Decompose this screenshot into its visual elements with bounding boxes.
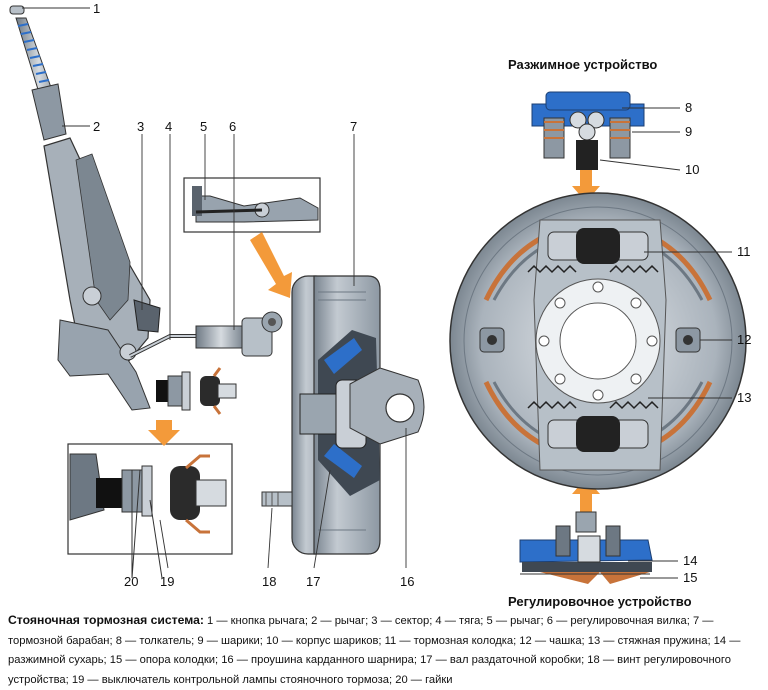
callout-2: 2 <box>93 119 101 134</box>
adjuster-device <box>519 511 653 584</box>
warning-lamp-switch <box>156 367 237 415</box>
callout-3: 3 <box>137 119 145 134</box>
callout-12: 12 <box>737 332 752 347</box>
callout-14: 14 <box>683 553 698 568</box>
callout-9: 9 <box>685 124 693 139</box>
callout-19: 19 <box>160 574 175 589</box>
adjuster-title: Регулировочное устройство <box>508 594 692 609</box>
callout-17: 17 <box>306 574 321 589</box>
parking-brake-diagram <box>9 5 747 584</box>
backing-plate <box>449 192 747 490</box>
callout-leaders <box>22 7 732 579</box>
callout-6: 6 <box>229 119 237 134</box>
hand-lever <box>9 5 151 411</box>
callout-1: 1 <box>93 1 101 16</box>
brake-drum <box>261 275 425 555</box>
callout-8: 8 <box>685 100 693 115</box>
callout-4: 4 <box>165 119 173 134</box>
callout-18: 18 <box>262 574 277 589</box>
callout-20: 20 <box>124 574 139 589</box>
adjusting-fork <box>195 311 283 357</box>
caption-body: 1 — кнопка рычага; 2 — рычаг; 3 — сектор… <box>8 615 741 686</box>
lever-inset-top <box>183 177 321 233</box>
callout-10: 10 <box>685 162 700 177</box>
callout-13: 13 <box>737 390 752 405</box>
callout-5: 5 <box>200 119 208 134</box>
expander-title: Разжимное устройство <box>508 57 658 72</box>
sector <box>133 299 161 333</box>
callout-11: 11 <box>737 244 751 259</box>
caption-heading: Стояночная тормозная система: <box>8 613 204 627</box>
callout-15: 15 <box>683 570 698 585</box>
callout-16: 16 <box>400 574 415 589</box>
figure-caption: Стояночная тормозная система: 1 — кнопка… <box>8 611 760 690</box>
callout-7: 7 <box>350 119 358 134</box>
expander-device <box>531 91 645 170</box>
switch-inset <box>67 443 233 579</box>
